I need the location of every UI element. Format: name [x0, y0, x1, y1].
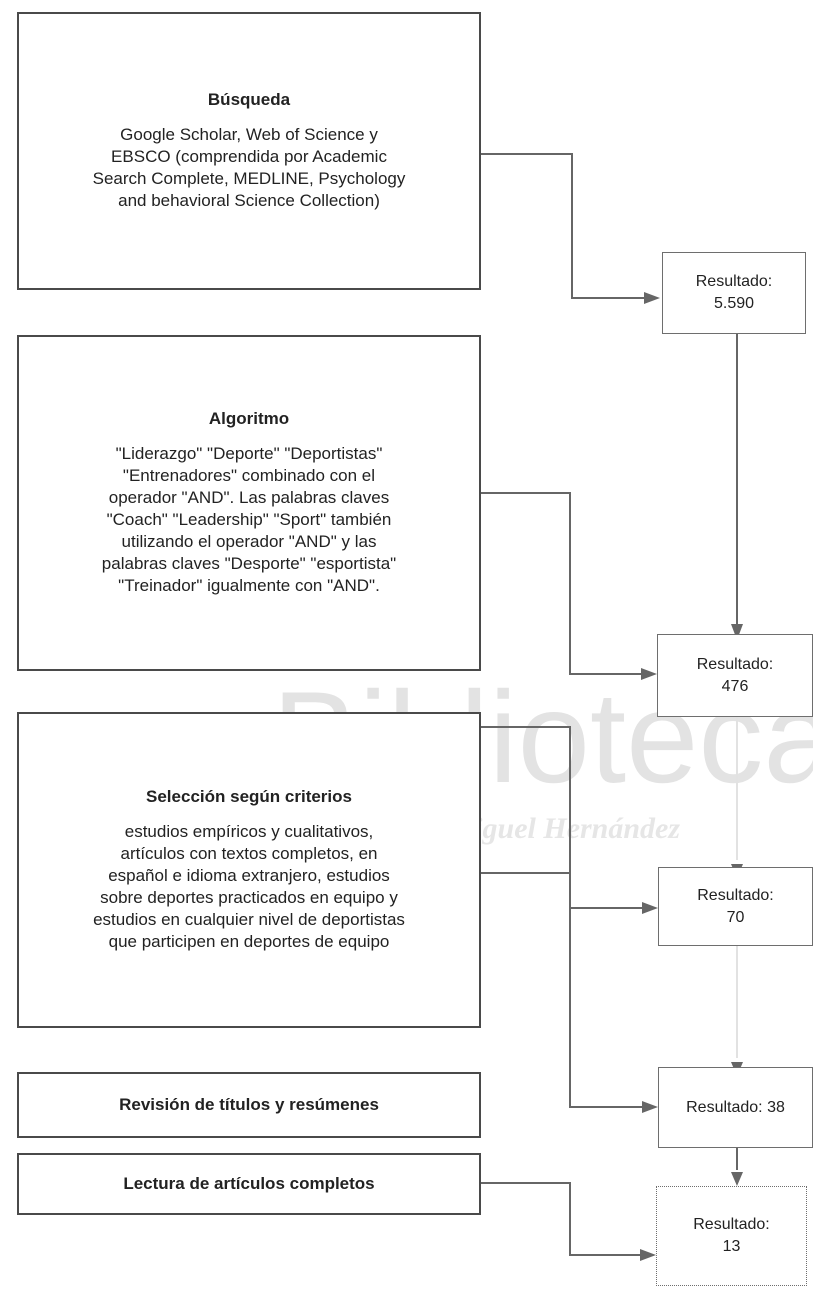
result-value: 13 — [722, 1238, 741, 1255]
step-title: Búsqueda — [207, 90, 291, 109]
step-title: Selección según criterios — [146, 787, 352, 806]
step-text-line: EBSCO (comprendida por Academic — [111, 147, 387, 166]
result-label: Resultado: — [693, 1216, 770, 1233]
chain-arrowhead-4 — [731, 1172, 743, 1186]
step-box-lectura: Lectura de artículos completos — [17, 1153, 481, 1215]
result-value: 70 — [726, 908, 745, 926]
step-title: Revisión de títulos y resúmenes — [119, 1095, 379, 1114]
step-text-line: que participen en deportes de equipo — [108, 932, 390, 951]
result-box-2: Resultado: 476 — [657, 634, 813, 717]
step-text-line: sobre deportes practicados en equipo y — [100, 888, 398, 907]
step-text-line: estudios en cualquier nivel de deportist… — [93, 910, 405, 929]
step-title: Lectura de artículos completos — [123, 1174, 375, 1193]
result-value: 5.590 — [713, 295, 755, 312]
arrowhead-3 — [642, 902, 658, 914]
step-box-algoritmo: Algoritmo "Liderazgo" "Deporte" "Deporti… — [17, 335, 481, 671]
step-text-line: "Treinador" igualmente con "AND". — [118, 576, 380, 595]
result-label: Resultado: — [695, 273, 773, 290]
step-text-line: "Coach" "Leadership" "Sport" también — [106, 510, 392, 529]
arrowhead-1 — [644, 292, 660, 304]
step-text-line: "Liderazgo" "Deporte" "Deportistas" — [115, 444, 383, 463]
arrowhead-2 — [641, 668, 657, 680]
result-label: Resultado: — [696, 655, 774, 673]
step-text-line: Search Complete, MEDLINE, Psychology — [92, 169, 406, 188]
step-box-seleccion: Selección según criterios estudios empír… — [17, 712, 481, 1028]
step-text: Google Scholar, Web of Science y EBSCO (… — [93, 124, 406, 212]
result-box-3: Resultado: 70 — [658, 867, 813, 946]
result-label: Resultado: — [697, 886, 774, 904]
result-box-4: Resultado: 38 — [658, 1067, 813, 1148]
result-box-1: Resultado: 5.590 — [662, 252, 806, 334]
result-label: Resultado: 38 — [686, 1098, 785, 1116]
step-text: "Liderazgo" "Deporte" "Deportistas" "Ent… — [102, 443, 396, 597]
step-text-line: "Entrenadores" combinado con el — [122, 466, 376, 485]
step-text-line: español e idioma extranjero, estudios — [108, 866, 390, 885]
step-text: estudios empíricos y cualitativos, artíc… — [93, 821, 405, 953]
connector-1 — [481, 153, 644, 299]
connector-4 — [481, 726, 642, 1108]
step-text-line: and behavioral Science Collection) — [118, 191, 380, 210]
result-value: 476 — [721, 677, 749, 695]
step-box-revision: Revisión de títulos y resúmenes — [17, 1072, 481, 1138]
step-text-line: Google Scholar, Web of Science y — [120, 125, 378, 144]
chain-arrowhead-1 — [731, 624, 743, 640]
step-text-line: utilizando el operador "AND" y las — [121, 532, 377, 551]
step-text-line: artículos con textos completos, en — [120, 844, 378, 863]
step-text-line: operador "AND". Las palabras claves — [108, 488, 390, 507]
arrowhead-5 — [640, 1249, 656, 1261]
connector-5 — [481, 1182, 640, 1256]
step-title: Algoritmo — [208, 409, 290, 428]
step-text-line: palabras claves "Desporte" "esportista" — [101, 554, 397, 573]
connector-3 — [481, 872, 642, 909]
result-box-5: Resultado: 13 — [656, 1186, 807, 1286]
step-box-busqueda: Búsqueda Google Scholar, Web of Science … — [17, 12, 481, 290]
step-text-line: estudios empíricos y cualitativos, — [124, 822, 374, 841]
connector-2 — [481, 492, 641, 675]
arrowhead-4 — [642, 1101, 658, 1113]
